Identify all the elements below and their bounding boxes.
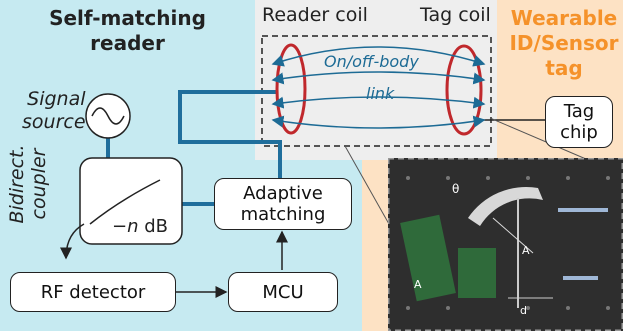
tag-coil-icon [445,44,483,136]
adaptive-matching-block: Adaptive matching [214,178,352,230]
protractor-shape [468,186,543,226]
link-label-line2: link [366,84,395,103]
a-tag-label: A [522,244,530,257]
mcu-block: MCU [228,272,338,312]
tag-chip-block: Tag chip [545,96,613,148]
tag-section-title: Wearable ID/Sensor tag [509,6,619,80]
reader-coil-icon [275,43,307,135]
coupler-attenuation: −n dB [112,216,169,237]
tag-board-shape [458,248,496,298]
reader-section-title: Self-matching reader [49,6,206,55]
matching-to-coil-wire [178,90,282,178]
signal-source-label: Signal source [22,88,86,133]
link-label-line1: On/off-body [324,52,419,71]
reader-board-shape [400,214,456,302]
rf-detector-block: RF detector [10,272,176,312]
a-reader-label: A [414,278,422,291]
theta-label: θ [452,182,460,196]
tag-coil-label: Tag coil [420,4,491,26]
setup-photo: θ A A d [388,158,623,331]
bidirectional-coupler-box [79,157,183,245]
reader-coil-label: Reader coil [262,4,368,26]
d-label: d [520,304,527,317]
